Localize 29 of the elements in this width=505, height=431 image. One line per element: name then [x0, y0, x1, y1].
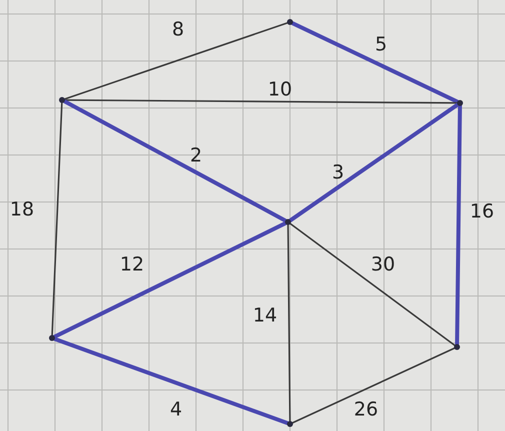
- edge-weight-label: 5: [374, 36, 388, 54]
- edge-weight-label: 2: [190, 146, 202, 166]
- graph-vertex: [59, 97, 65, 103]
- graph-edge: [290, 21, 460, 104]
- edge-weight-label: 10: [268, 80, 292, 100]
- edge-weight-label: 14: [252, 306, 278, 326]
- graph-edge: [287, 224, 291, 422]
- edge-weight-label: 30: [370, 256, 396, 274]
- edge-weight-label: 4: [170, 400, 182, 420]
- edge-weight-label: 16: [470, 202, 494, 222]
- graph-edge: [52, 221, 288, 339]
- graph-edge: [52, 337, 290, 425]
- graph-edge: [288, 102, 460, 222]
- edge-weight-label: 3: [332, 164, 344, 182]
- graph-edge: [455, 104, 462, 346]
- graph-edge: [292, 347, 456, 424]
- graph-edge: [64, 22, 288, 100]
- graph-edge: [290, 222, 456, 346]
- graph-edge: [62, 99, 288, 223]
- edge-weight-label: 26: [354, 400, 378, 420]
- graph-edge: [51, 102, 63, 336]
- graph-edge: [64, 99, 458, 104]
- edge-weight-label: 12: [120, 256, 144, 274]
- graph-vertex: [454, 344, 460, 350]
- edge-weight-label: 8: [172, 20, 184, 40]
- graph-vertex: [49, 335, 55, 341]
- graph-vertex: [287, 421, 293, 427]
- edge-weight-label: 18: [10, 200, 34, 220]
- graph-vertex: [287, 19, 293, 25]
